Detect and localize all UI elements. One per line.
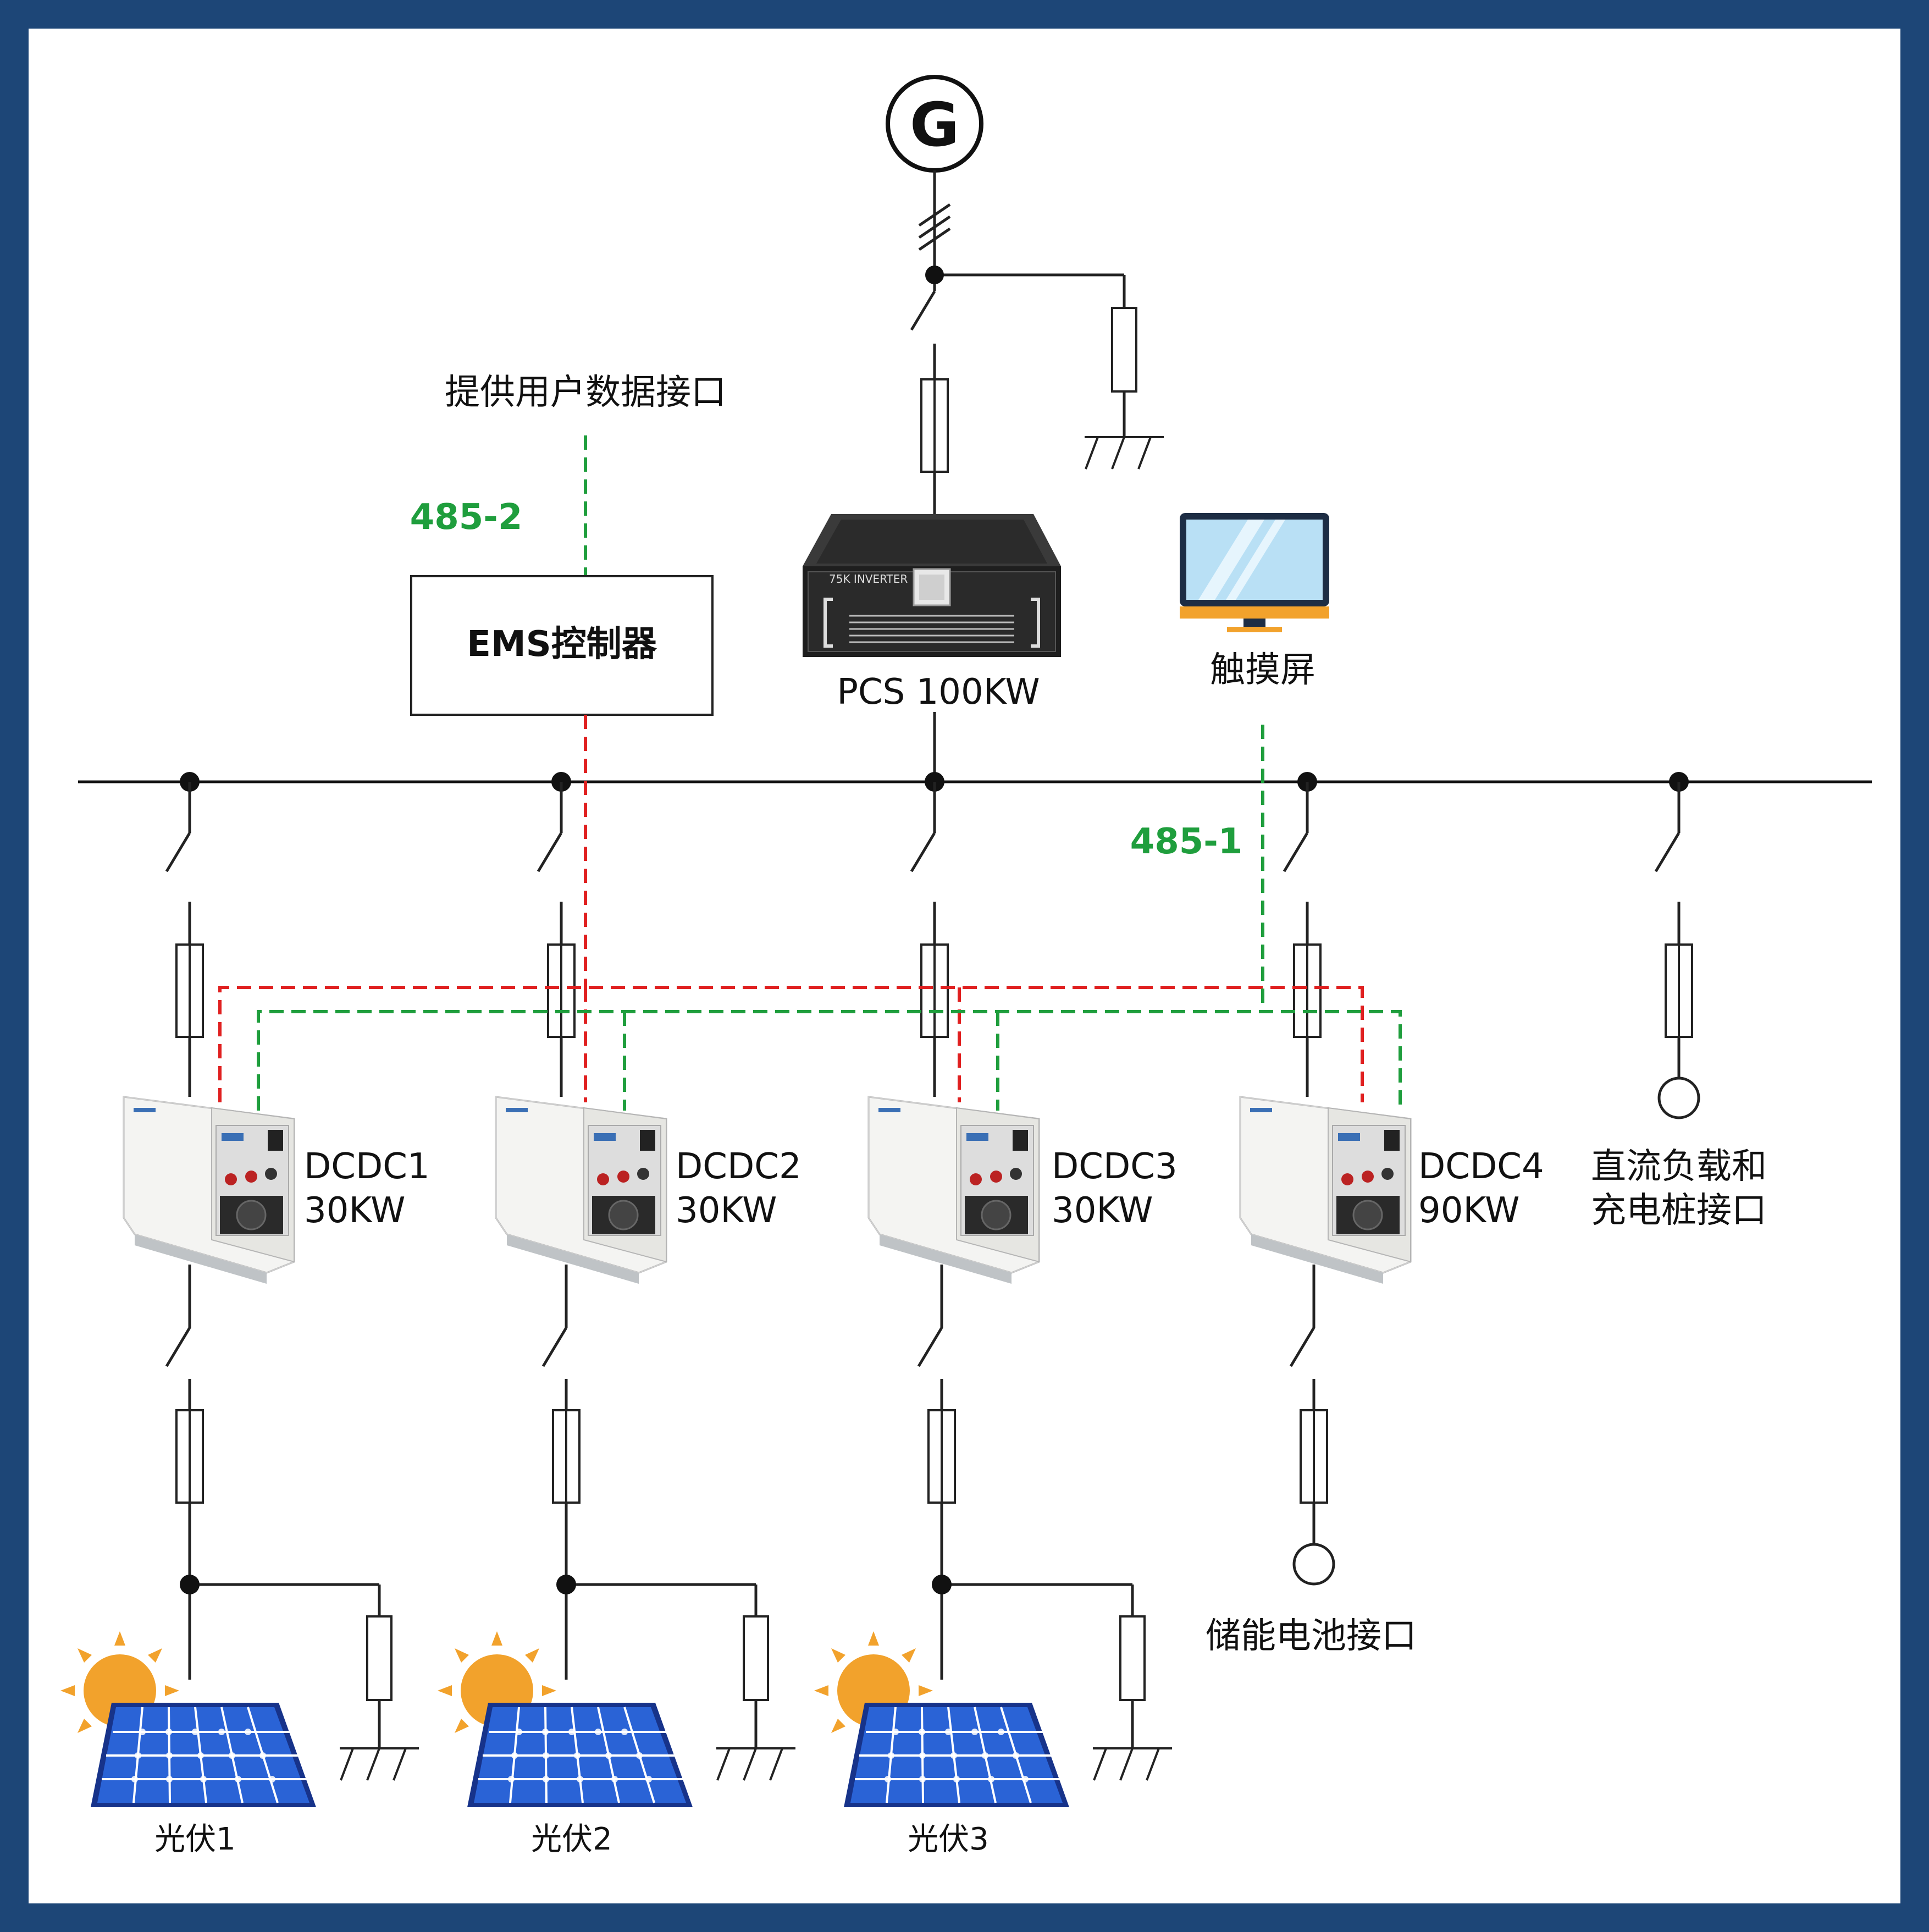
pv2-panel-icon — [466, 1702, 694, 1808]
dc-load-label-line1: 直流负载和 — [1591, 1146, 1767, 1187]
pcs-front-label: 75K INVERTER — [829, 572, 908, 586]
battery-terminal — [1292, 1543, 1335, 1586]
dc-load-terminal — [1657, 1077, 1700, 1119]
dcdc2-power: 30KW — [676, 1190, 777, 1231]
ems-label: EMS控制器 — [467, 624, 657, 665]
fuse-3 — [920, 943, 949, 1038]
generator-resistor — [1111, 307, 1137, 393]
dcdc3-power: 30KW — [1052, 1190, 1153, 1231]
fuse-1 — [175, 943, 204, 1038]
touch-screen-label: 触摸屏 — [1210, 650, 1316, 691]
pv3-resistor — [1119, 1615, 1146, 1701]
dcdc3-name: DCDC3 — [1052, 1146, 1178, 1187]
lower-fuse-4 — [1300, 1409, 1328, 1504]
lower-fuse-3 — [927, 1409, 956, 1504]
pv1-resistor — [366, 1615, 393, 1701]
dcdc1-name: DCDC1 — [304, 1146, 430, 1187]
touch-screen-icon — [1180, 513, 1329, 632]
generator-fuse — [920, 378, 949, 473]
lower-fuse-1 — [175, 1409, 204, 1504]
bus-485-1-label: 485-1 — [1130, 821, 1243, 862]
pv1-panel-icon — [90, 1702, 317, 1808]
ems-controller: EMS控制器 — [410, 575, 714, 716]
dcdc2-name: DCDC2 — [676, 1146, 802, 1187]
pcs-label: PCS 100KW — [837, 672, 1040, 713]
pv2-resistor — [743, 1615, 769, 1701]
pv3-label: 光伏3 — [908, 1821, 989, 1857]
lower-fuse-2 — [552, 1409, 581, 1504]
feeder-switches — [165, 782, 1681, 1097]
dc-load-label-line2: 充电桩接口 — [1591, 1190, 1767, 1231]
canvas-area — [29, 29, 1900, 1903]
dcdc4-power: 90KW — [1418, 1190, 1519, 1231]
pv3-panel-icon — [843, 1702, 1070, 1808]
pcs-inverter: 75K INVERTER — [803, 514, 1061, 657]
fuse-2 — [547, 943, 576, 1038]
user-data-interface-label: 提供用户数据接口 — [445, 372, 726, 413]
generator-label: G — [910, 90, 959, 160]
fuse-4 — [1293, 943, 1322, 1038]
junction-node — [925, 266, 944, 284]
pv2-label: 光伏2 — [531, 1821, 612, 1857]
pv1-label: 光伏1 — [154, 1821, 236, 1857]
generator-icon: G — [886, 75, 983, 173]
comm-lines-green — [257, 725, 1402, 1111]
storage-battery-label: 储能电池接口 — [1206, 1616, 1417, 1657]
control-lines-red — [218, 715, 1364, 1102]
bus-485-2-label: 485-2 — [410, 497, 523, 538]
dcdc4-name: DCDC4 — [1418, 1146, 1544, 1187]
dcdc1-power: 30KW — [304, 1190, 405, 1231]
fuse-5 — [1665, 943, 1693, 1038]
lower-nodes — [180, 1575, 952, 1594]
